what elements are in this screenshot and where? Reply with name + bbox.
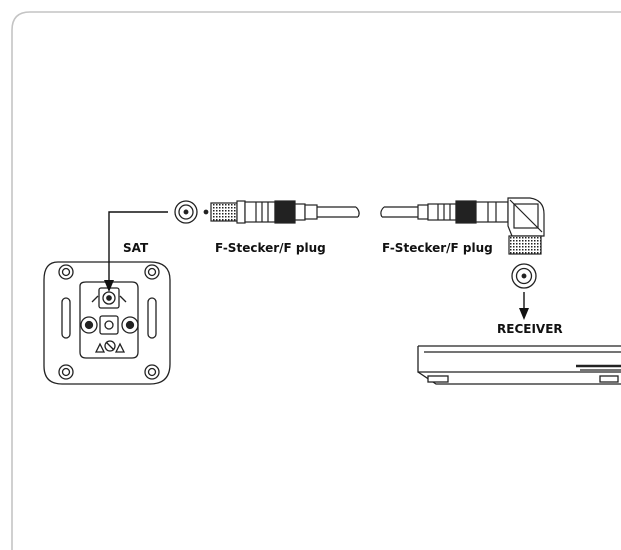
label-sat: SAT — [123, 241, 149, 255]
cable-left — [317, 206, 360, 218]
receiver-arrow-icon — [519, 308, 529, 320]
coax-socket-icon — [174, 200, 198, 224]
sat-arrow-icon — [104, 280, 114, 292]
label-receiver: RECEIVER — [497, 322, 563, 336]
sat-connection-line — [108, 211, 168, 288]
f-plug-right — [417, 197, 545, 255]
receiver-box — [417, 345, 621, 385]
label-f-plug-left: F-Stecker/F plug — [215, 241, 326, 255]
receiver-socket-icon — [511, 263, 537, 289]
label-f-plug-right: F-Stecker/F plug — [382, 241, 493, 255]
frame-border — [11, 11, 621, 550]
wall-socket — [43, 261, 171, 385]
cable-right — [380, 206, 418, 218]
f-plug-left — [203, 200, 318, 224]
